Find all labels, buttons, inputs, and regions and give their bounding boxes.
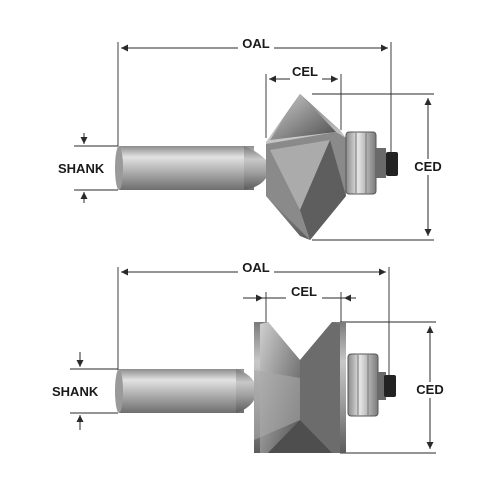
bottom-ced-label: CED: [416, 382, 443, 397]
top-shank-label: SHANK: [58, 161, 105, 176]
bottom-shank-dimension: SHANK: [52, 352, 118, 430]
bottom-double-v-cutter: [254, 322, 346, 453]
bottom-bearing: [347, 353, 396, 417]
top-oal-dimension: OAL: [117, 36, 392, 152]
bottom-oal-label: OAL: [242, 260, 270, 275]
top-shank: [115, 146, 266, 190]
bottom-shank: [115, 369, 254, 413]
top-oal-label: OAL: [242, 36, 270, 51]
top-shank-dimension: SHANK: [58, 133, 118, 203]
bottom-shank-label: SHANK: [52, 384, 99, 399]
top-v-cutter: [266, 94, 346, 240]
bottom-cel-label: CEL: [291, 284, 317, 299]
top-cel-label: CEL: [292, 64, 318, 79]
bottom-ced-dimension: CED: [340, 321, 446, 454]
top-cel-dimension: CEL: [265, 64, 342, 138]
top-bit: OAL CEL SHANK CED: [58, 36, 444, 241]
top-bearing: [345, 131, 398, 195]
top-ced-dimension: CED: [312, 93, 444, 241]
bottom-bit: OAL CEL SHANK CED: [52, 260, 446, 454]
top-ced-label: CED: [414, 159, 441, 174]
bottom-oal-dimension: OAL: [117, 260, 390, 380]
